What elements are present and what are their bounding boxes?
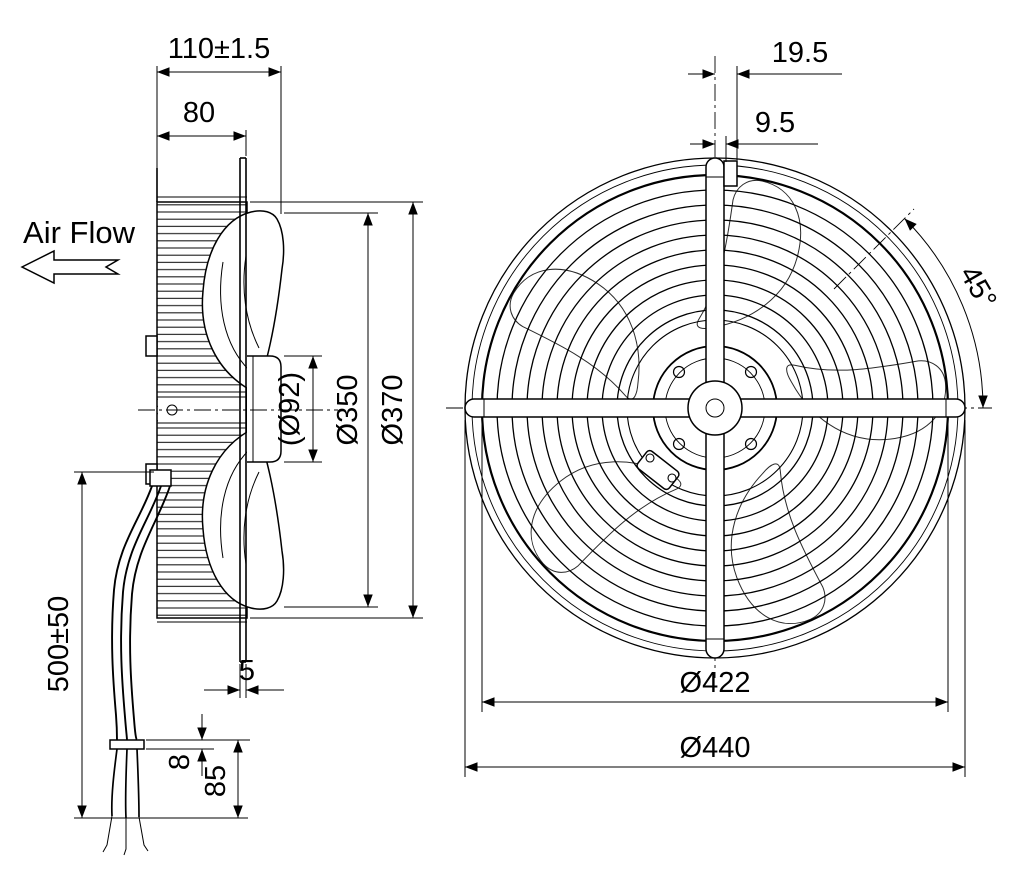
dim-overall-diameter-label: Ø440 <box>680 732 751 764</box>
dim-grill-diameter: Ø422 <box>481 420 949 712</box>
dim-impeller-diameter: Ø350 <box>284 212 378 608</box>
front-view: 19.5 9.5 45° Ø422 Ø440 <box>446 37 1003 777</box>
dim-lead-8-label: 8 <box>164 754 196 770</box>
blade-detail-line <box>220 261 250 371</box>
diagonal-centerline <box>833 208 915 290</box>
dim-hub-diameter-label: (Ø92) <box>274 372 306 446</box>
dim-spoke-offset-label: 9.5 <box>755 107 795 139</box>
air-flow-indicator: Air Flow <box>20 215 136 285</box>
hub-screw <box>672 437 686 451</box>
dim-depth-total-label: 110±1.5 <box>168 33 270 65</box>
fan-blade-front <box>511 421 684 604</box>
bare-wire-ends <box>102 815 149 856</box>
dim-lead-8: 8 <box>146 714 250 776</box>
dim-overall-diameter: Ø440 <box>464 420 966 777</box>
fan-blade-upper <box>201 210 285 396</box>
rotor-hub-side <box>247 355 282 463</box>
dim-grill-diameter-label: Ø422 <box>680 667 751 699</box>
dim-spoke-angle: 45° <box>904 218 1003 409</box>
dim-housing-diameter-label: Ø370 <box>377 375 409 446</box>
dim-spoke-offset: 9.5 <box>690 107 818 162</box>
dim-housing-diameter: Ø370 <box>250 201 423 619</box>
hub-screw <box>672 365 686 379</box>
mounting-lug <box>723 160 738 187</box>
hub-center-cap <box>687 380 743 436</box>
power-cables <box>111 485 171 741</box>
blade-detail-line <box>220 449 250 559</box>
dim-guard-depth-label: 80 <box>183 97 215 129</box>
dim-hub-diameter: (Ø92) <box>274 355 322 463</box>
dim-impeller-diameter-label: Ø350 <box>332 375 364 446</box>
cable-sleeve <box>109 739 145 750</box>
fan-blade-front <box>696 179 801 329</box>
impeller-blades-front <box>492 179 959 643</box>
dim-lead-85-label: 85 <box>200 765 232 797</box>
side-view: 110±1.5 80 Air Flow (Ø92) Ø350 Ø370 500±… <box>20 33 423 856</box>
dim-spoke-angle-label: 45° <box>953 261 1003 315</box>
guard-clip-upper <box>145 335 158 357</box>
dim-plate-thickness: 5 <box>204 655 284 698</box>
shaft-center <box>705 398 725 418</box>
dim-cable-length: 500±50 <box>43 471 248 819</box>
lead-wires <box>110 748 140 819</box>
dim-mount-offset: 19.5 <box>688 37 842 160</box>
hub-screw <box>744 437 758 451</box>
fan-blade-lower <box>201 424 285 610</box>
dim-plate-thickness-label: 5 <box>239 655 255 687</box>
dim-mount-offset-label: 19.5 <box>772 37 828 69</box>
air-flow-label: Air Flow <box>23 215 136 250</box>
gland-screw <box>645 453 655 463</box>
gland-screw <box>667 473 677 483</box>
dim-guard-depth: 80 <box>157 97 247 156</box>
dim-cable-length-label: 500±50 <box>43 596 75 693</box>
dim-lead-85: 85 <box>200 740 243 818</box>
dim-depth-total: 110±1.5 <box>156 33 282 214</box>
air-flow-arrow-icon <box>20 249 121 285</box>
hub-screw <box>744 365 758 379</box>
